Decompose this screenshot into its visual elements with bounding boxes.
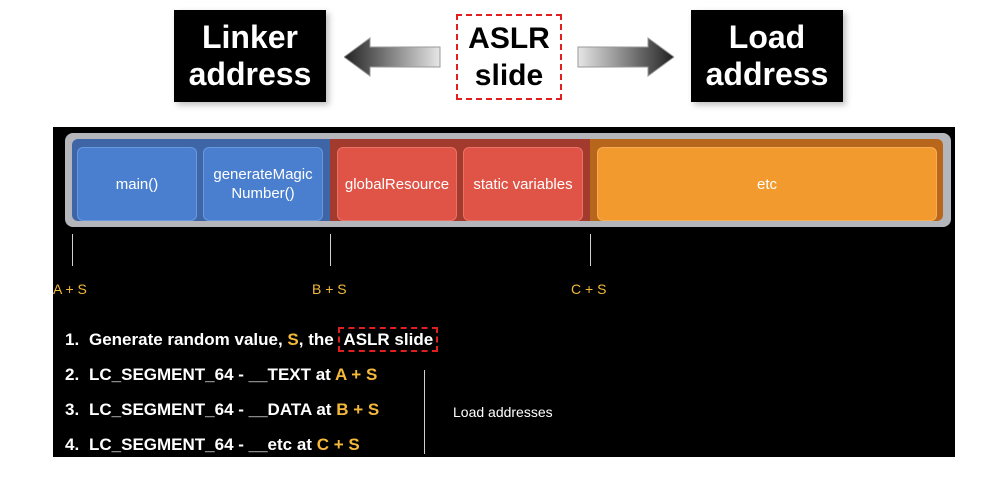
step-1: 1. Generate random value, S, the ASLR sli… — [65, 327, 439, 352]
step-text: LC_SEGMENT_64 - __etc at — [89, 435, 317, 454]
linker-address-label: Linker address — [188, 19, 312, 92]
marker-label-c: C + S — [571, 281, 607, 297]
step-number: 4. — [65, 435, 80, 454]
load-address-label: Load address — [705, 19, 829, 92]
step-address: C + S — [316, 435, 360, 454]
segment-generate-magic-number: generateMagic Number() — [203, 147, 323, 221]
marker-label-a: A + S — [53, 281, 87, 297]
step-address: A + S — [334, 365, 378, 384]
arrow-left-icon — [344, 37, 441, 77]
marker-tick-b — [330, 234, 331, 266]
segment-main: main() — [77, 147, 197, 221]
segment-global-resource: globalResource — [337, 147, 457, 221]
segment-static-variables: static variables — [463, 147, 583, 221]
step-3: 3. LC_SEGMENT_64 - __DATA at B + S — [65, 400, 379, 420]
step-number: 1. — [65, 330, 80, 349]
step-address: B + S — [336, 400, 380, 419]
step-text: LC_SEGMENT_64 - __TEXT at — [89, 365, 335, 384]
step-number: 2. — [65, 365, 80, 384]
load-addresses-label: Load addresses — [453, 404, 553, 420]
load-addresses-divider — [424, 370, 425, 454]
step-number: 3. — [65, 400, 80, 419]
marker-tick-a — [72, 234, 73, 266]
load-address-box: Load address — [691, 10, 843, 102]
step-suffix: , the — [298, 330, 339, 349]
step-text: LC_SEGMENT_64 - __DATA at — [89, 400, 337, 419]
aslr-slide-box: ASLR slide — [456, 14, 562, 100]
marker-tick-c — [590, 234, 591, 266]
linker-address-box: Linker address — [174, 10, 326, 102]
aslr-slide-highlight: ASLR slide — [338, 327, 439, 352]
memory-panel: main() generateMagic Number() globalReso… — [53, 127, 955, 457]
marker-label-b: B + S — [312, 281, 347, 297]
aslr-slide-label: ASLR slide — [468, 22, 550, 92]
arrow-right-icon — [577, 37, 674, 77]
step-2: 2. LC_SEGMENT_64 - __TEXT at A + S — [65, 365, 377, 385]
step-4: 4. LC_SEGMENT_64 - __etc at C + S — [65, 435, 360, 455]
slide-variable: S — [287, 330, 299, 349]
segment-etc: etc — [597, 147, 937, 221]
memory-layout-bar: main() generateMagic Number() globalReso… — [65, 133, 951, 227]
step-text: Generate random value, — [89, 330, 288, 349]
